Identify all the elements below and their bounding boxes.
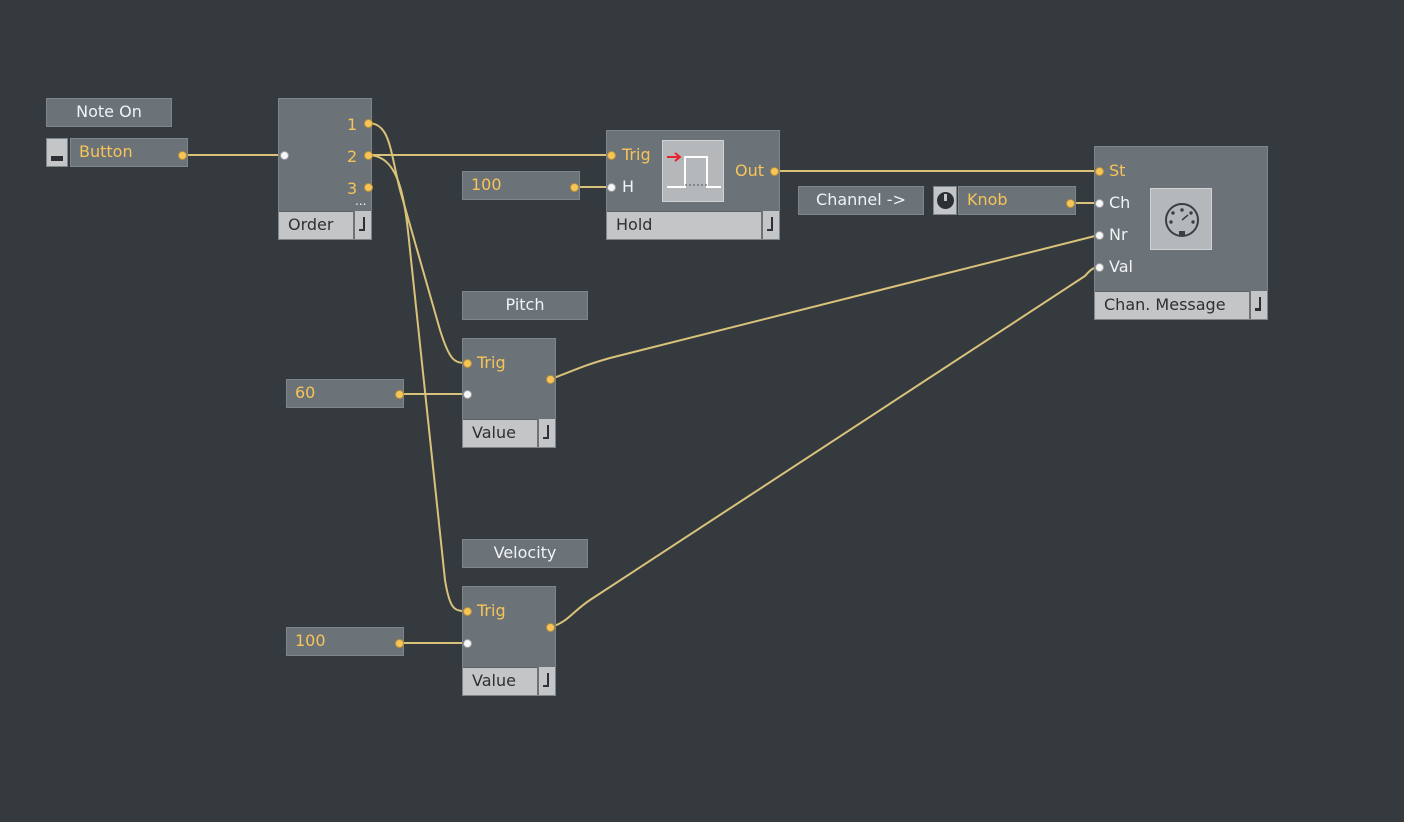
order-out-1-label: 1 — [347, 115, 358, 134]
velocity-value-out-port[interactable] — [395, 639, 404, 648]
order-options-icon[interactable] — [353, 211, 371, 239]
midi-connector-icon — [1150, 188, 1212, 250]
velocity-value-title: Value — [463, 667, 537, 695]
chan-st-port[interactable] — [1095, 167, 1104, 176]
pitch-value-options-icon[interactable] — [537, 419, 555, 447]
chan-message-options-icon[interactable] — [1249, 291, 1267, 319]
chan-val-port[interactable] — [1095, 263, 1104, 272]
knob-icon — [937, 192, 954, 209]
hold-options-icon[interactable] — [761, 211, 779, 239]
order-more-indicator: ... — [355, 194, 367, 208]
velocity-out-port[interactable] — [546, 623, 555, 632]
pitch-in-port[interactable] — [463, 390, 472, 399]
velocity-trig-label: Trig — [477, 601, 506, 620]
chan-st-label: St — [1109, 161, 1126, 180]
pitch-value-module[interactable]: Trig Value — [462, 338, 556, 448]
order-title: Order — [279, 211, 353, 239]
chan-val-label: Val — [1109, 257, 1133, 276]
hold-trig-label: Trig — [622, 145, 651, 164]
knob-out-port[interactable] — [1066, 199, 1075, 208]
button-toggle[interactable] — [46, 138, 68, 167]
velocity-in-port[interactable] — [463, 639, 472, 648]
chan-ch-label: Ch — [1109, 193, 1131, 212]
note-on-label: Note On — [46, 98, 172, 127]
hold-h-port[interactable] — [607, 183, 616, 192]
channel-label: Channel -> — [798, 186, 924, 215]
knob-control[interactable]: Knob — [958, 186, 1076, 215]
pitch-out-port[interactable] — [546, 375, 555, 384]
order-out-2-port[interactable] — [364, 151, 373, 160]
chan-message-title: Chan. Message — [1095, 291, 1249, 319]
hold-h-value-field[interactable]: 100 — [462, 171, 580, 200]
order-out-1-port[interactable] — [364, 119, 373, 128]
hold-h-value-out-port[interactable] — [570, 183, 579, 192]
order-out-3-port[interactable] — [364, 183, 373, 192]
pitch-value-out-port[interactable] — [395, 390, 404, 399]
chan-nr-port[interactable] — [1095, 231, 1104, 240]
button-out-port[interactable] — [178, 151, 187, 160]
hold-out-port[interactable] — [770, 167, 779, 176]
order-out-2-label: 2 — [347, 147, 358, 166]
velocity-trig-port[interactable] — [463, 607, 472, 616]
velocity-value-module[interactable]: Trig Value — [462, 586, 556, 696]
pitch-label: Pitch — [462, 291, 588, 320]
hold-graph-icon — [662, 140, 724, 202]
wire-order1-pitch-trig — [367, 122, 468, 364]
wire-pitch-out-nr — [550, 234, 1100, 380]
velocity-value-options-icon[interactable] — [537, 667, 555, 695]
pitch-value-title: Value — [463, 419, 537, 447]
chan-nr-label: Nr — [1109, 225, 1128, 244]
hold-out-label: Out — [735, 161, 765, 180]
velocity-value-field[interactable]: 100 — [286, 627, 404, 656]
button-icon — [51, 156, 63, 161]
hold-title: Hold — [607, 211, 761, 239]
velocity-label: Velocity — [462, 539, 588, 568]
order-out-3-label: 3 — [347, 179, 358, 198]
chan-message-module[interactable]: St Ch Nr Val Chan. Message — [1094, 146, 1268, 320]
button-control[interactable]: Button — [70, 138, 188, 167]
chan-ch-port[interactable] — [1095, 199, 1104, 208]
pitch-value-field[interactable]: 60 — [286, 379, 404, 408]
order-module[interactable]: 1 2 3 ... Order — [278, 98, 372, 240]
knob-toggle[interactable] — [933, 186, 957, 215]
hold-h-label: H — [622, 177, 635, 196]
order-in-port[interactable] — [280, 151, 289, 160]
pitch-trig-port[interactable] — [463, 359, 472, 368]
hold-module[interactable]: Trig H Out Hold — [606, 130, 780, 240]
pitch-trig-label: Trig — [477, 353, 506, 372]
wire-velocity-out-val — [550, 266, 1100, 628]
hold-trig-port[interactable] — [607, 151, 616, 160]
